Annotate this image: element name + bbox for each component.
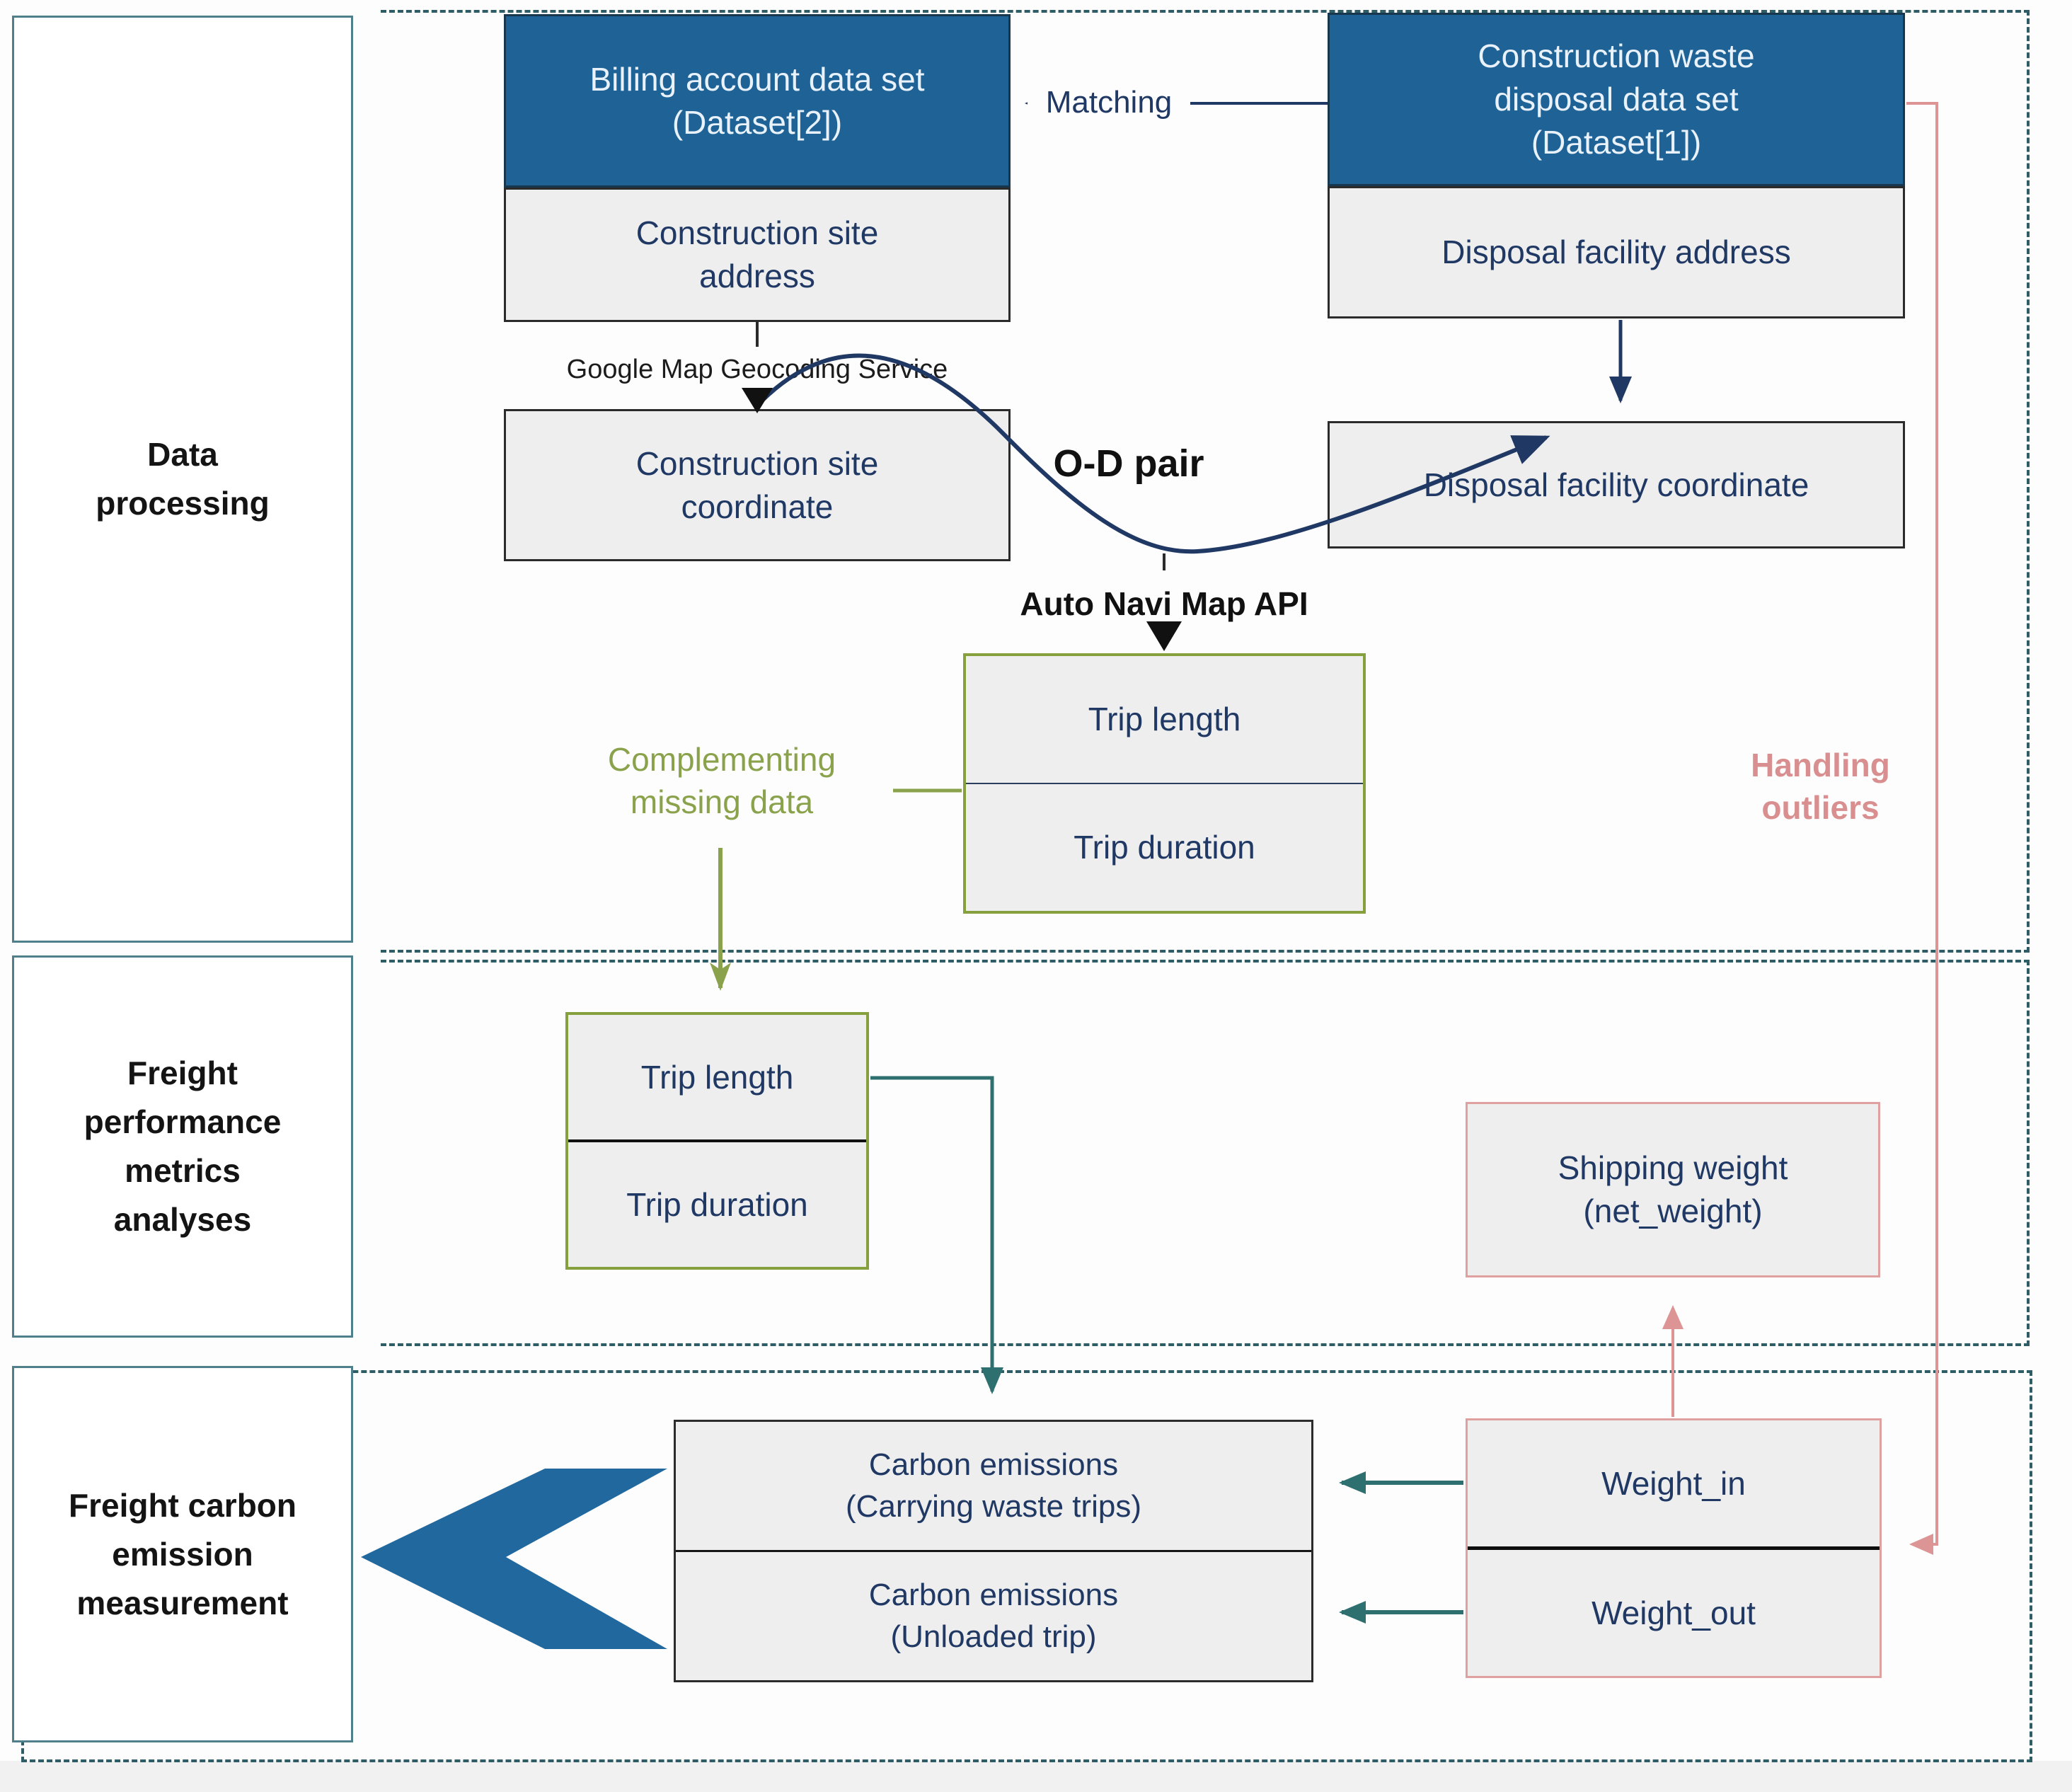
od-pair-label: O-D pair xyxy=(1053,442,1204,485)
carbon-carrying-cell: Carbon emissions (Carrying waste trips) xyxy=(676,1422,1311,1550)
complementing-missing-data-label: Complementing missing data xyxy=(552,739,892,824)
site-coordinate-line2: coordinate xyxy=(681,488,834,525)
trip-api-duration-cell: Trip duration xyxy=(966,783,1363,911)
disposal-facility-address-box: Disposal facility address xyxy=(1328,186,1905,318)
weight-in-label: Weight_in xyxy=(1601,1464,1746,1502)
disposal-facility-coordinate-box: Disposal facility coordinate xyxy=(1328,421,1905,548)
construction-site-address-box: Construction site address xyxy=(504,188,1011,322)
complementing-line1: Complementing xyxy=(607,741,836,778)
waste-header-line1: Construction waste xyxy=(1478,38,1755,75)
waste-header-line2: disposal data set xyxy=(1494,81,1739,118)
facility-coordinate-line: Disposal facility coordinate xyxy=(1423,466,1809,503)
trip-length-label: Trip length xyxy=(1088,701,1241,738)
construction-site-coordinate-box: Construction site coordinate xyxy=(504,409,1011,561)
trip-duration-label: Trip duration xyxy=(626,1185,808,1223)
weight-in-cell: Weight_in xyxy=(1468,1420,1880,1546)
trip-metrics-length-cell: Trip length xyxy=(568,1015,866,1139)
stage-label-carbon-measurement: Freight carbon emission measurement xyxy=(12,1366,353,1742)
matching-label: Matching xyxy=(1028,82,1190,123)
billing-header-line1: Billing account data set xyxy=(589,60,925,98)
stage-label-data-processing: Data processing xyxy=(12,16,353,943)
geocoding-service-label: Google Map Geocoding Service xyxy=(566,355,948,384)
stage-label-text: Freight carbon emission measurement xyxy=(68,1486,297,1621)
waste-header-line3: (Dataset[1]) xyxy=(1531,123,1702,161)
carbon-unloaded-line2: (Unloaded trip) xyxy=(890,1619,1097,1654)
carbon-carrying-line2: (Carrying waste trips) xyxy=(845,1488,1142,1524)
handling-line2: outliers xyxy=(1761,788,1880,826)
stage-label-freight-metrics: Freight performance metrics analyses xyxy=(12,955,353,1338)
trip-api-length-cell: Trip length xyxy=(966,656,1363,783)
facility-address-line: Disposal facility address xyxy=(1441,234,1791,271)
billing-header-line2: (Dataset[2]) xyxy=(672,103,843,141)
weight-out-label: Weight_out xyxy=(1592,1594,1756,1631)
site-address-line1: Construction site xyxy=(635,214,879,252)
section-boundary-data-processing xyxy=(381,10,2030,953)
trip-duration-label: Trip duration xyxy=(1074,829,1255,866)
stage-label-text: Freight performance metrics analyses xyxy=(84,1055,282,1238)
trip-api-box: Trip length Trip duration xyxy=(963,653,1366,914)
auto-navi-api-label: Auto Navi Map API xyxy=(1020,585,1308,622)
weight-box: Weight_in Weight_out xyxy=(1466,1418,1882,1678)
handling-line1: Handling xyxy=(1751,747,1890,783)
section-boundary-freight-metrics xyxy=(381,960,2030,1346)
handling-outliers-label: Handling outliers xyxy=(1698,745,1942,829)
complementing-line2: missing data xyxy=(630,783,814,820)
shipping-weight-box: Shipping weight (net_weight) xyxy=(1466,1102,1880,1277)
carbon-unloaded-cell: Carbon emissions (Unloaded trip) xyxy=(676,1550,1311,1680)
trip-metrics-box: Trip length Trip duration xyxy=(565,1012,869,1270)
carbon-carrying-line1: Carbon emissions xyxy=(868,1447,1119,1483)
shipping-weight-line2: (net_weight) xyxy=(1583,1193,1763,1229)
billing-dataset-header: Billing account data set (Dataset[2]) xyxy=(504,14,1011,188)
waste-dataset-header: Construction waste disposal data set (Da… xyxy=(1328,13,1905,186)
shipping-weight-line1: Shipping weight xyxy=(1558,1149,1788,1187)
trip-metrics-duration-cell: Trip duration xyxy=(568,1139,866,1267)
trip-length-label: Trip length xyxy=(640,1058,794,1096)
weight-out-cell: Weight_out xyxy=(1468,1546,1880,1676)
stage-label-text: Data processing xyxy=(96,436,270,522)
site-address-line2: address xyxy=(699,258,815,294)
carbon-unloaded-line1: Carbon emissions xyxy=(868,1578,1119,1613)
carbon-emissions-box: Carbon emissions (Carrying waste trips) … xyxy=(674,1420,1313,1682)
site-coordinate-line1: Construction site xyxy=(635,444,879,482)
bottom-margin xyxy=(0,1761,2072,1792)
